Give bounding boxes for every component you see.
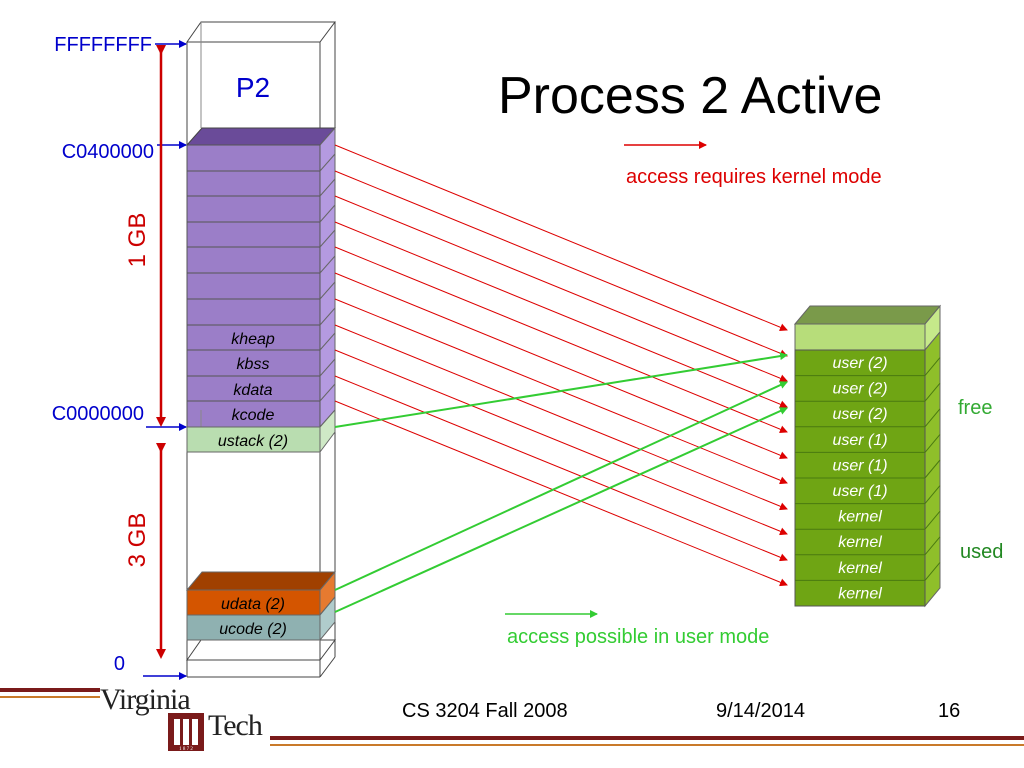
- vas-bottom-face: [186, 639, 336, 661]
- logo-wordmark-virginia: Virginia: [100, 683, 191, 716]
- segment-label-udata: udata (2): [221, 596, 285, 613]
- used-label: used: [960, 541, 1003, 563]
- user-mapping-arrow: [334, 407, 788, 613]
- kernel-region-front: [186, 144, 321, 428]
- kernel-mapping-arrow: [334, 221, 788, 409]
- footer-date: 9/14/2014: [716, 700, 805, 722]
- legend: access requires kernel mode access possi…: [505, 141, 882, 648]
- address-top: FFFFFFFF: [54, 34, 152, 56]
- physical-frame-label: user (1): [832, 483, 887, 500]
- kernel-mapping-arrow: [334, 324, 788, 511]
- footer-page-number: 16: [938, 700, 961, 722]
- physical-free-block: [794, 323, 926, 351]
- logo-wordmark-tech: Tech: [208, 709, 263, 742]
- kernel-mapping-arrows: [334, 144, 788, 587]
- physical-frame-label: kernel: [838, 585, 882, 602]
- physical-frame-list: user (2) user (2) user (2) user (1) user (1)…: [795, 355, 941, 602]
- kernel-mapping-arrow: [334, 170, 788, 358]
- logo-emblem: 1 8 7 2: [168, 713, 204, 752]
- physical-frame-label: kernel: [838, 509, 882, 526]
- physical-frame-label: kernel: [838, 560, 882, 577]
- ucode-block: [186, 614, 321, 641]
- kernel-mapping-arrow: [334, 144, 788, 332]
- ustack-block: [186, 426, 321, 453]
- kernel-region-top: [185, 127, 337, 146]
- address-zero: 0: [114, 653, 125, 675]
- slide-title: Process 2 Active: [498, 67, 883, 125]
- physical-frame-label: kernel: [838, 534, 882, 551]
- legend-user-text: access possible in user mode: [507, 626, 769, 648]
- virtual-address-space: P2 kheap kbss kdata kcode ustack (2) udata (2…: [185, 21, 337, 678]
- kernel-size-label: 1 GB: [124, 213, 151, 268]
- process-label: P2: [236, 72, 270, 103]
- physical-frame-label: user (1): [832, 432, 887, 449]
- kernel-mapping-arrow: [334, 400, 788, 587]
- user-mapping-arrows: [334, 352, 788, 613]
- segment-label-kheap: kheap: [231, 331, 275, 348]
- address-kernel-start: C0400000: [62, 141, 154, 163]
- kernel-slice-lines: [187, 153, 336, 402]
- address-user-top: C0000000: [52, 403, 144, 425]
- logo-year: 1 8 7 2: [179, 747, 193, 752]
- free-label: free: [958, 397, 992, 419]
- virtual-segment-labels: kheap kbss kdata kcode ustack (2) udata (2) uc…: [218, 331, 288, 638]
- segment-label-kbss: kbss: [237, 356, 270, 373]
- segment-label-kcode: kcode: [232, 407, 275, 424]
- kernel-mapping-arrow: [334, 195, 788, 383]
- kernel-region-side: [319, 126, 336, 429]
- segment-label-ustack: ustack (2): [218, 433, 288, 450]
- footer-rules: [0, 688, 1024, 746]
- segment-label-ucode: ucode (2): [219, 621, 287, 638]
- physical-frame-label: user (1): [832, 457, 887, 474]
- kernel-mapping-arrow: [334, 375, 788, 562]
- user-mapping-arrow: [334, 381, 788, 591]
- physical-frame-label: user (2): [832, 406, 887, 423]
- udata-block: [186, 589, 321, 616]
- user-mapping-arrow: [334, 352, 788, 428]
- kernel-mapping-arrow: [334, 246, 788, 434]
- legend-kernel-text: access requires kernel mode: [626, 166, 882, 188]
- user-size-label: 3 GB: [124, 513, 151, 568]
- physical-memory: user (2) user (2) user (2) user (1) user (1)…: [793, 304, 942, 608]
- address-labels: FFFFFFFF C0400000 C0000000 0: [52, 34, 187, 680]
- vas-top-face: [186, 21, 336, 43]
- physical-frame-label: user (2): [832, 355, 887, 372]
- udata-top: [185, 571, 337, 591]
- physical-top-face: [793, 305, 942, 325]
- kernel-mapping-arrow: [334, 272, 788, 460]
- kernel-mapping-arrow: [334, 349, 788, 536]
- physical-frame-label: user (2): [832, 381, 887, 398]
- segment-label-kdata: kdata: [233, 382, 272, 399]
- footer-course: CS 3204 Fall 2008: [402, 700, 568, 722]
- size-brackets: 1 GB 3 GB: [124, 45, 166, 659]
